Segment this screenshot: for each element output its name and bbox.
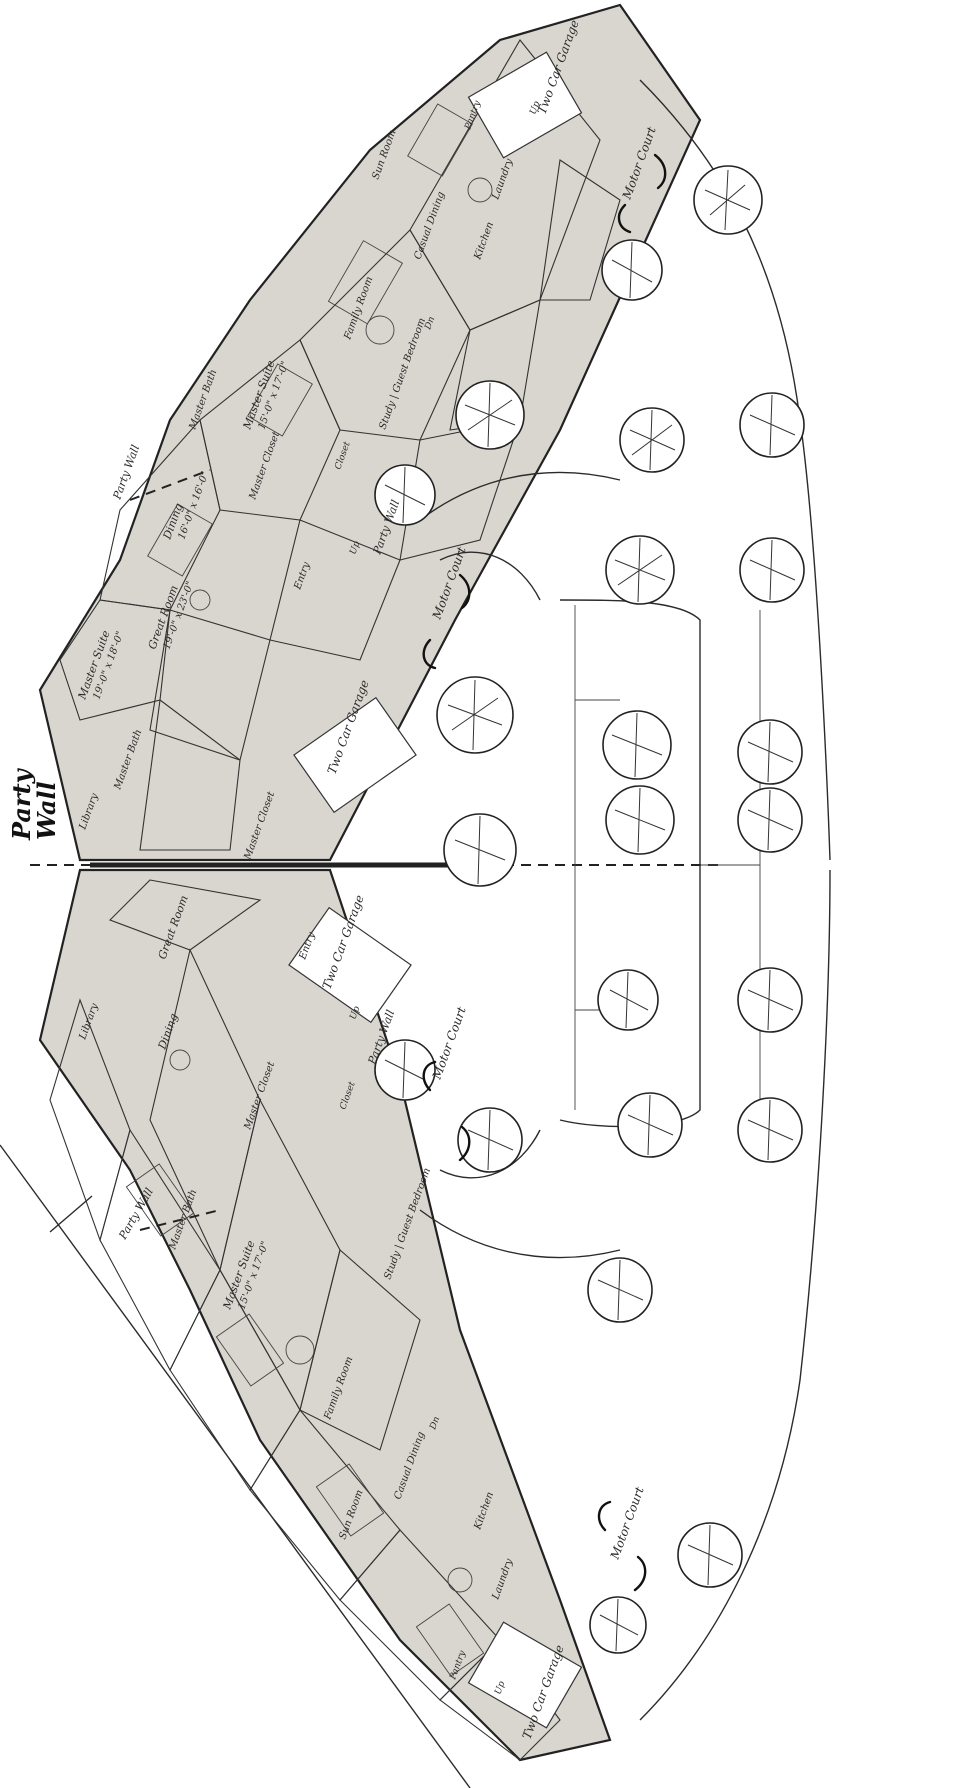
tree	[602, 710, 672, 780]
party-wall-center-label-2: Wall	[32, 781, 61, 840]
trees	[374, 165, 805, 1654]
tree	[443, 813, 517, 887]
tree	[677, 1522, 743, 1588]
motor-court-label-3: Motor Court	[429, 1005, 468, 1082]
tree	[737, 967, 803, 1033]
up-label-1: Up	[348, 540, 362, 556]
tree	[739, 392, 805, 458]
tree	[455, 380, 525, 450]
up-label-2: Up	[348, 1005, 362, 1021]
tree	[436, 676, 514, 754]
property-line	[0, 1144, 471, 1788]
tree	[605, 535, 675, 605]
up-label-3: Up	[528, 100, 542, 116]
tree	[617, 1092, 683, 1158]
up-label-4: Up	[493, 1680, 507, 1696]
party-wall-label-lower: Party Wall	[116, 1185, 156, 1242]
garages	[288, 51, 583, 1729]
dn-label-1: Dn	[423, 315, 437, 332]
tree	[739, 537, 805, 603]
tree	[601, 239, 663, 301]
party-wall-center-label-1: Party	[7, 767, 36, 841]
tree	[737, 719, 803, 785]
tree	[619, 407, 685, 473]
tree	[457, 1107, 523, 1173]
party-wall-label-upper: Party Wall	[110, 443, 142, 502]
lower-building-wing	[38, 868, 612, 1762]
tree	[737, 1097, 803, 1163]
motor-court-arrows	[422, 153, 667, 1592]
motor-court-label-4: Motor Court	[607, 1485, 646, 1562]
tree	[605, 785, 675, 855]
tree	[589, 1596, 647, 1654]
tree	[374, 1039, 436, 1101]
tree	[737, 787, 803, 853]
tree	[587, 1257, 653, 1323]
tree	[693, 165, 763, 235]
tree	[597, 969, 659, 1031]
dn-label-2: Dn	[428, 1415, 442, 1432]
tree	[374, 464, 436, 526]
